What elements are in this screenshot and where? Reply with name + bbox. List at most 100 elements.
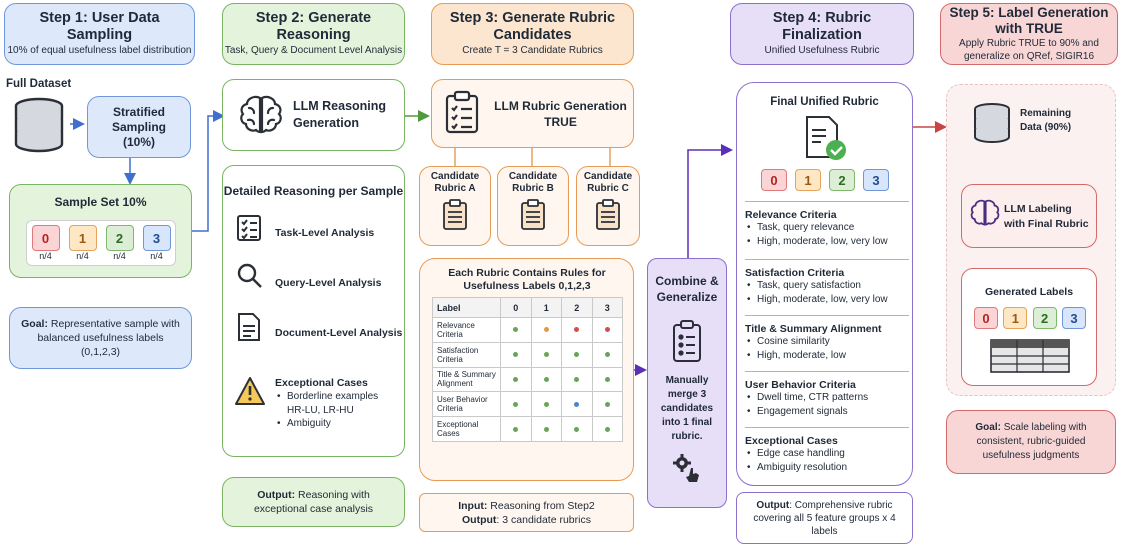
clipboard-icon	[445, 90, 479, 134]
stratified-line3: (10%)	[122, 134, 155, 149]
criteria-section: User Behavior Criteria Dwell time, CTR p…	[745, 371, 909, 427]
candidate-b-line2: Rubric B	[512, 183, 554, 194]
label-1-badge: 1	[68, 225, 97, 251]
criteria-title: User Behavior Criteria	[745, 379, 856, 391]
rubric-rules-title: Each Rubric Contains Rules for Usefulnes…	[448, 267, 606, 292]
step3-input-text: Reasoning from Step2	[490, 499, 595, 512]
step3-header: Step 3: Generate Rubric Candidates Creat…	[431, 3, 634, 65]
criteria-section: Relevance Criteria Task, query relevance…	[745, 201, 909, 259]
final-label-2: 2	[829, 169, 855, 191]
criteria-bullet: Cosine similarity	[745, 335, 909, 349]
red-dot	[604, 327, 610, 333]
task-level-label: Task-Level Analysis	[275, 227, 375, 239]
labeling-line1: LLM Labeling	[1004, 203, 1072, 215]
table-header-3: 3	[591, 297, 623, 318]
candidate-c-line2: Rubric C	[587, 183, 629, 194]
rubric-generation-line2: TRUE	[544, 115, 577, 129]
blue-dot	[574, 401, 580, 407]
criteria-bullet: Ambiguity resolution	[745, 461, 909, 475]
green-dot	[574, 352, 580, 358]
step5-goal-prefix: Goal:	[975, 422, 1001, 433]
table-row: Title & Summary Alignment	[432, 366, 623, 393]
step4-header: Step 4: Rubric Finalization Unified Usef…	[730, 3, 914, 65]
green-dot	[604, 401, 610, 407]
label-2-badge: 2	[105, 225, 134, 251]
green-dot	[604, 352, 610, 358]
ambiguity-bullet: Ambiguity	[275, 417, 403, 431]
step5-subtitle: Apply Rubric TRUE to 90% and generalize …	[959, 38, 1099, 62]
warning-icon	[235, 377, 265, 405]
final-label-0: 0	[761, 169, 787, 191]
step4-output-text: : Comprehensive rubric covering all 5 fe…	[753, 499, 896, 537]
query-level-label: Query-Level Analysis	[275, 277, 382, 289]
step4-output-prefix: Output	[756, 499, 790, 511]
step4-title: Step 4: Rubric Finalization	[772, 10, 872, 43]
table-header-row: Label 0 1 2 3	[432, 297, 623, 318]
generated-label-2: 2	[1032, 307, 1057, 329]
remaining-line1: Remaining	[1020, 108, 1072, 119]
remaining-line2: Data (90%)	[1020, 122, 1072, 133]
criteria-list: Relevance Criteria Task, query relevance…	[745, 201, 909, 483]
label-1-count: n/4	[76, 251, 89, 261]
step2-subtitle: Task, Query & Document Level Analysis	[224, 45, 403, 57]
step2-header: Step 2: Generate Reasoning Task, Query &…	[222, 3, 405, 65]
generated-label-3: 3	[1061, 307, 1086, 329]
generated-label-row: 0 1 2 3	[974, 307, 1086, 329]
candidate-a-line2: Rubric A	[434, 183, 476, 194]
label-3-badge: 3	[142, 225, 171, 251]
green-dot	[513, 352, 519, 358]
step4-subtitle: Unified Usefulness Rubric	[764, 45, 880, 57]
green-dot	[543, 376, 549, 382]
llm-reasoning-box: LLM Reasoning Generation	[222, 79, 405, 151]
generated-label-1: 1	[1003, 307, 1028, 329]
criteria-bullet: High, moderate, low, very low	[745, 235, 909, 249]
gear-hand-icon	[673, 454, 699, 482]
table-header-0: 0	[500, 297, 532, 318]
green-dot	[574, 426, 580, 432]
candidate-a-line1: Candidate	[430, 171, 480, 182]
criteria-bullet: Dwell time, CTR patterns	[745, 391, 909, 405]
label-0-badge: 0	[31, 225, 60, 251]
green-dot	[604, 376, 610, 382]
step1-subtitle: 10% of equal usefulness label distributi…	[7, 45, 192, 57]
green-dot	[604, 426, 610, 432]
final-label-1: 1	[795, 169, 821, 191]
criteria-bullet: Edge case handling	[745, 447, 909, 461]
green-dot	[513, 376, 519, 382]
remaining-database-icon	[974, 103, 1010, 143]
rubric-b-icon	[521, 199, 545, 230]
label-table-icon	[990, 339, 1070, 373]
final-rubric-box: Final Unified Rubric 0 1 2 3 Relevance C…	[736, 82, 913, 486]
borderline-bullet-detail: HR-LU, LR-HU	[287, 405, 354, 416]
final-rubric-title: Final Unified Rubric	[770, 96, 879, 108]
step2-output-box: Output: Reasoning with exceptional case …	[222, 477, 405, 527]
llm-reasoning-line2: Generation	[293, 116, 359, 130]
table-row: Relevance Criteria	[432, 317, 623, 343]
row-label: Exceptional Cases	[432, 416, 501, 442]
detailed-reasoning-box: Detailed Reasoning per Sample Task-Level…	[222, 165, 405, 457]
table-header-label: Label	[432, 297, 501, 318]
criteria-title: Title & Summary Alignment	[745, 323, 882, 335]
criteria-title: Satisfaction Criteria	[745, 267, 845, 279]
candidate-b-line1: Candidate	[508, 171, 558, 182]
criteria-section: Exceptional Cases Edge case handling Amb…	[745, 427, 909, 483]
step5-goal-text: Scale labeling with consistent, rubric-g…	[976, 422, 1087, 461]
brain-icon	[240, 95, 282, 134]
green-dot	[543, 426, 549, 432]
combine-line1: Combine &	[655, 274, 719, 288]
rubric-generation-box: LLM Rubric Generation TRUE	[431, 79, 634, 148]
table-header-2: 2	[561, 297, 593, 318]
checklist-icon	[237, 215, 261, 241]
combine-line2: Generalize	[656, 290, 718, 304]
table-row: Exceptional Cases	[432, 416, 623, 442]
step1-goal-text: Representative sample with balanced usef…	[37, 318, 180, 358]
criteria-bullet: High, moderate, low, very low	[745, 293, 909, 307]
step3-output-text: : 3 candidate rubrics	[496, 513, 591, 526]
label-3-count: n/4	[150, 251, 163, 261]
step1-header: Step 1: User Data Sampling 10% of equal …	[4, 3, 195, 65]
combine-description: Manually merge 3 candidates into 1 final…	[660, 375, 714, 442]
green-dot	[513, 426, 519, 432]
final-label-3: 3	[863, 169, 889, 191]
